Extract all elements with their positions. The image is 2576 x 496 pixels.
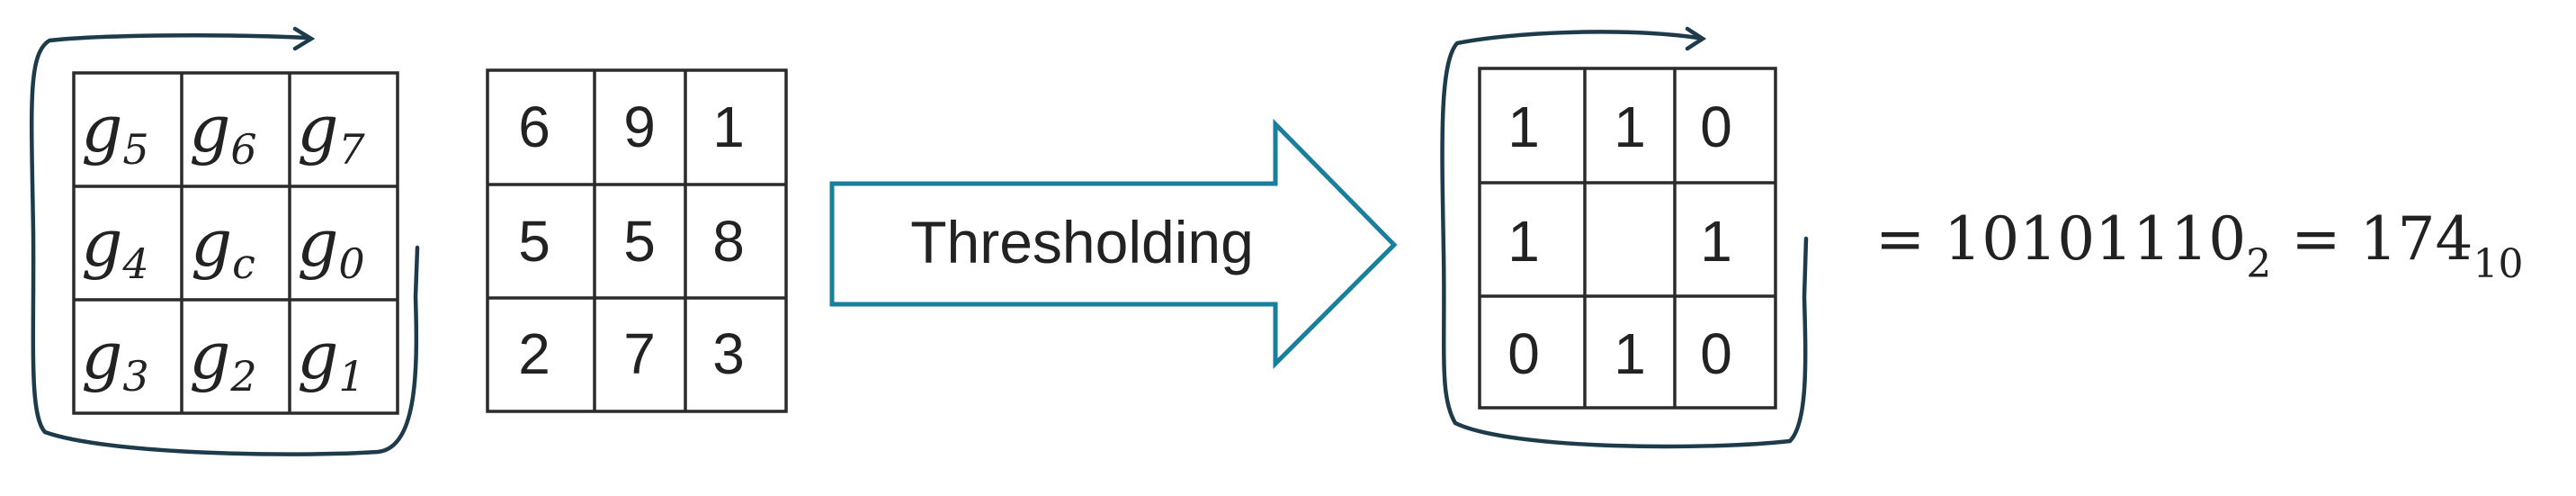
- value-cell: 1: [712, 95, 745, 159]
- neighbor-symbol: g: [297, 91, 338, 167]
- value-cell: 3: [712, 321, 745, 386]
- neighbor-symbol: g: [297, 318, 338, 393]
- neighbor-cell: g6: [189, 91, 256, 174]
- neighbor-cell: g3: [81, 318, 148, 401]
- binary-cell: 1: [1614, 321, 1646, 386]
- circular-order-loop-left: [29, 33, 420, 456]
- thresholding-label: Thresholding: [910, 209, 1254, 275]
- neighbor-cell: g0: [297, 205, 364, 288]
- neighbor-subscript: 5: [122, 125, 148, 174]
- neighbor-subscript: 7: [338, 125, 365, 174]
- neighbor-symbol: g: [189, 318, 230, 393]
- decimal-base: 10: [2473, 241, 2523, 287]
- binary-cell: 1: [1614, 95, 1646, 159]
- neighbor-cell: g1: [297, 318, 364, 401]
- binary-cell: 1: [1507, 209, 1540, 274]
- neighbor-subscript: 2: [229, 352, 256, 401]
- neighbor-cell: g4: [81, 205, 148, 288]
- neighbor-symbol: g: [297, 205, 338, 281]
- loop-arrowhead-right: [1685, 26, 1707, 51]
- binary-cell: 0: [1700, 95, 1732, 159]
- neighbor-symbol: g: [81, 91, 122, 167]
- neighbor-symbol: g: [81, 205, 122, 281]
- neighbor-subscript: 3: [122, 352, 148, 401]
- value-cell: 5: [623, 209, 656, 274]
- value-cell: 5: [518, 209, 550, 274]
- value-cell: 8: [712, 209, 745, 274]
- neighbor-cell: g7: [297, 91, 365, 174]
- binary-cell: 1: [1507, 95, 1540, 159]
- neighbor-subscript: 0: [338, 239, 364, 288]
- neighbor-symbol: g: [189, 91, 230, 167]
- value-cell: 6: [518, 95, 550, 159]
- neighbor-subscript: 6: [230, 125, 256, 174]
- neighbor-cell: gc: [191, 205, 255, 288]
- neighbor-cell: g5: [81, 91, 148, 174]
- binary-result: = 10101110: [1875, 204, 2246, 274]
- neighbor-cell: g2: [189, 318, 256, 401]
- neighbor-symbol: g: [81, 318, 122, 393]
- binary-cell: 0: [1700, 321, 1732, 386]
- result-formula: = 101011102 = 17410: [1875, 204, 2523, 287]
- svg-text:= 101011102= 17410: = 101011102 = 17410: [1875, 204, 2523, 287]
- neighbor-subscript: 4: [121, 239, 148, 288]
- thresholding-arrow: Thresholding: [829, 118, 1398, 370]
- loop-arrowhead-left: [292, 26, 316, 51]
- binary-base: 2: [2246, 241, 2271, 287]
- decimal-result: = 174: [2291, 204, 2473, 274]
- value-cell: 7: [623, 321, 656, 386]
- value-cell: 2: [518, 321, 550, 386]
- binary-cell: 0: [1507, 321, 1540, 386]
- neighbor-subscript: 1: [338, 352, 364, 401]
- neighbor-symbol: g: [191, 205, 232, 281]
- neighbor-subscript: c: [232, 239, 255, 288]
- circular-order-loop-right: [1440, 30, 1809, 449]
- value-cell: 9: [623, 95, 656, 159]
- binary-cell: 1: [1700, 209, 1732, 274]
